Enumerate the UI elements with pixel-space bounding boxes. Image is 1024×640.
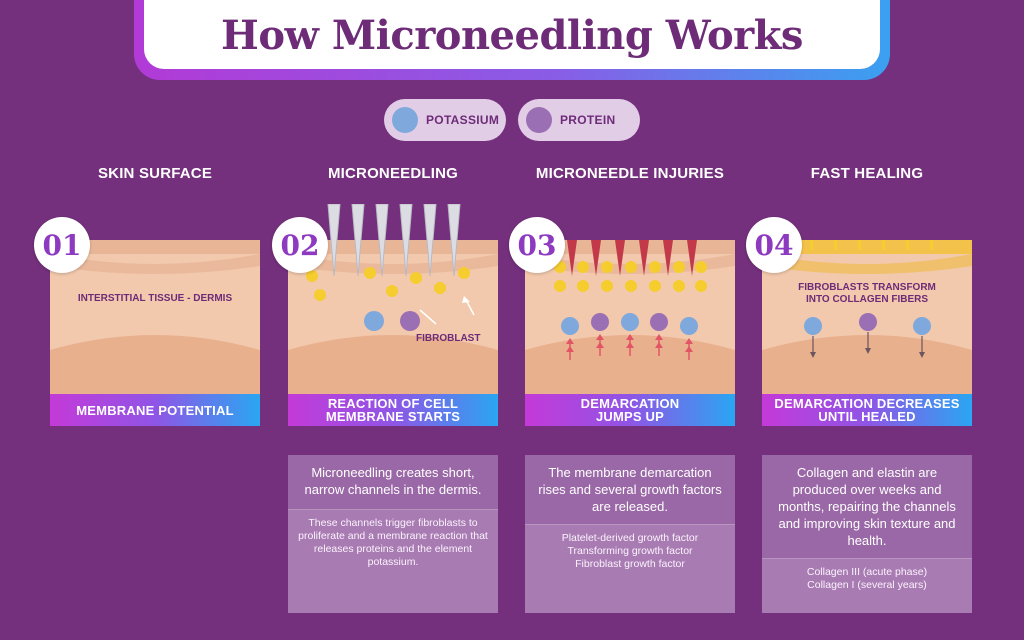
label-line: INTO COLLAGEN FIBERS (805, 294, 929, 305)
step-bar-label: MEMBRANE STARTS (325, 409, 461, 424)
step-bar-label: JUMPS UP (595, 409, 665, 424)
description-sub: Platelet-derived growth factor Transform… (525, 524, 735, 613)
fibroblast-transform-label: FIBROBLASTS TRANSFORM INTO COLLAGEN FIBE… (762, 282, 972, 306)
step-number-badge: 03 (509, 217, 565, 273)
fibroblast-label: FIBROBLAST (416, 333, 481, 344)
step-card-2: FIBROBLAST REACTION OF CELL MEMBRANE STA… (288, 204, 498, 426)
legend-label: POTASSIUM (426, 113, 500, 127)
step-bar-label: DEMARCATION DECREASES (774, 396, 960, 411)
description-main: Microneedling creates short, narrow chan… (304, 465, 482, 497)
description-sub: Collagen III (acute phase) Collagen I (s… (762, 558, 972, 613)
title-banner: How Microneedling Works (144, 0, 880, 69)
skin-illustration (50, 240, 260, 394)
step-heading: FAST HEALING (810, 165, 924, 182)
step-bar: REACTION OF CELL MEMBRANE STARTS (288, 394, 498, 426)
step-card-4: FIBROBLASTS TRANSFORM INTO COLLAGEN FIBE… (762, 240, 972, 426)
step-card-1: INTERSTITIAL TISSUE - DERMIS MEMBRANE PO… (50, 240, 260, 426)
legend-potassium: POTASSIUM (384, 99, 506, 141)
step-heading: MICRONEEDLE INJURIES (535, 165, 725, 182)
description-box: The membrane demarcation rises and sever… (525, 455, 735, 613)
step-heading: MICRONEEDLING (327, 165, 459, 182)
protein-dot-icon (526, 107, 552, 133)
step-bar: DEMARCATION DECREASES UNTIL HEALED (762, 394, 972, 426)
description-sub: These channels trigger fibroblasts to pr… (288, 509, 498, 613)
step-bar-label: MEMBRANE POTENTIAL (76, 402, 234, 418)
growth-factor-item: Transforming growth factor (567, 545, 693, 557)
label-line: FIBROBLASTS TRANSFORM (798, 282, 936, 293)
step-number-badge: 01 (34, 217, 90, 273)
description-main: Collagen and elastin are produced over w… (778, 465, 956, 548)
step-bar-label: DEMARCATION (580, 396, 680, 411)
description-box: Collagen and elastin are produced over w… (762, 455, 972, 613)
description-box: Microneedling creates short, narrow chan… (288, 455, 498, 613)
skin-illustration (525, 240, 735, 394)
page-title: How Microneedling Works (221, 12, 803, 59)
legend-label: PROTEIN (560, 113, 616, 127)
step-card-3: DEMARCATION JUMPS UP (525, 240, 735, 426)
step-bar: DEMARCATION JUMPS UP (525, 394, 735, 426)
growth-factor-item: Fibroblast growth factor (575, 558, 685, 570)
step-number-badge: 02 (272, 217, 328, 273)
skin-illustration (288, 240, 498, 394)
description-main: The membrane demarcation rises and sever… (538, 465, 722, 514)
legend-protein: PROTEIN (518, 99, 640, 141)
step-number-badge: 04 (746, 217, 802, 273)
collagen-item: Collagen I (several years) (807, 579, 927, 591)
tissue-label: INTERSTITIAL TISSUE - DERMIS (77, 293, 233, 304)
step-heading: SKIN SURFACE (97, 165, 213, 182)
skin-illustration (762, 240, 972, 394)
growth-factor-item: Platelet-derived growth factor (561, 532, 699, 544)
step-bar: MEMBRANE POTENTIAL (50, 394, 260, 426)
potassium-dot-icon (392, 107, 418, 133)
collagen-item: Collagen III (acute phase) (806, 566, 928, 578)
step-bar-label: REACTION OF CELL (327, 396, 459, 411)
microneedles (327, 204, 461, 277)
step-bar-label: UNTIL HEALED (818, 409, 916, 424)
